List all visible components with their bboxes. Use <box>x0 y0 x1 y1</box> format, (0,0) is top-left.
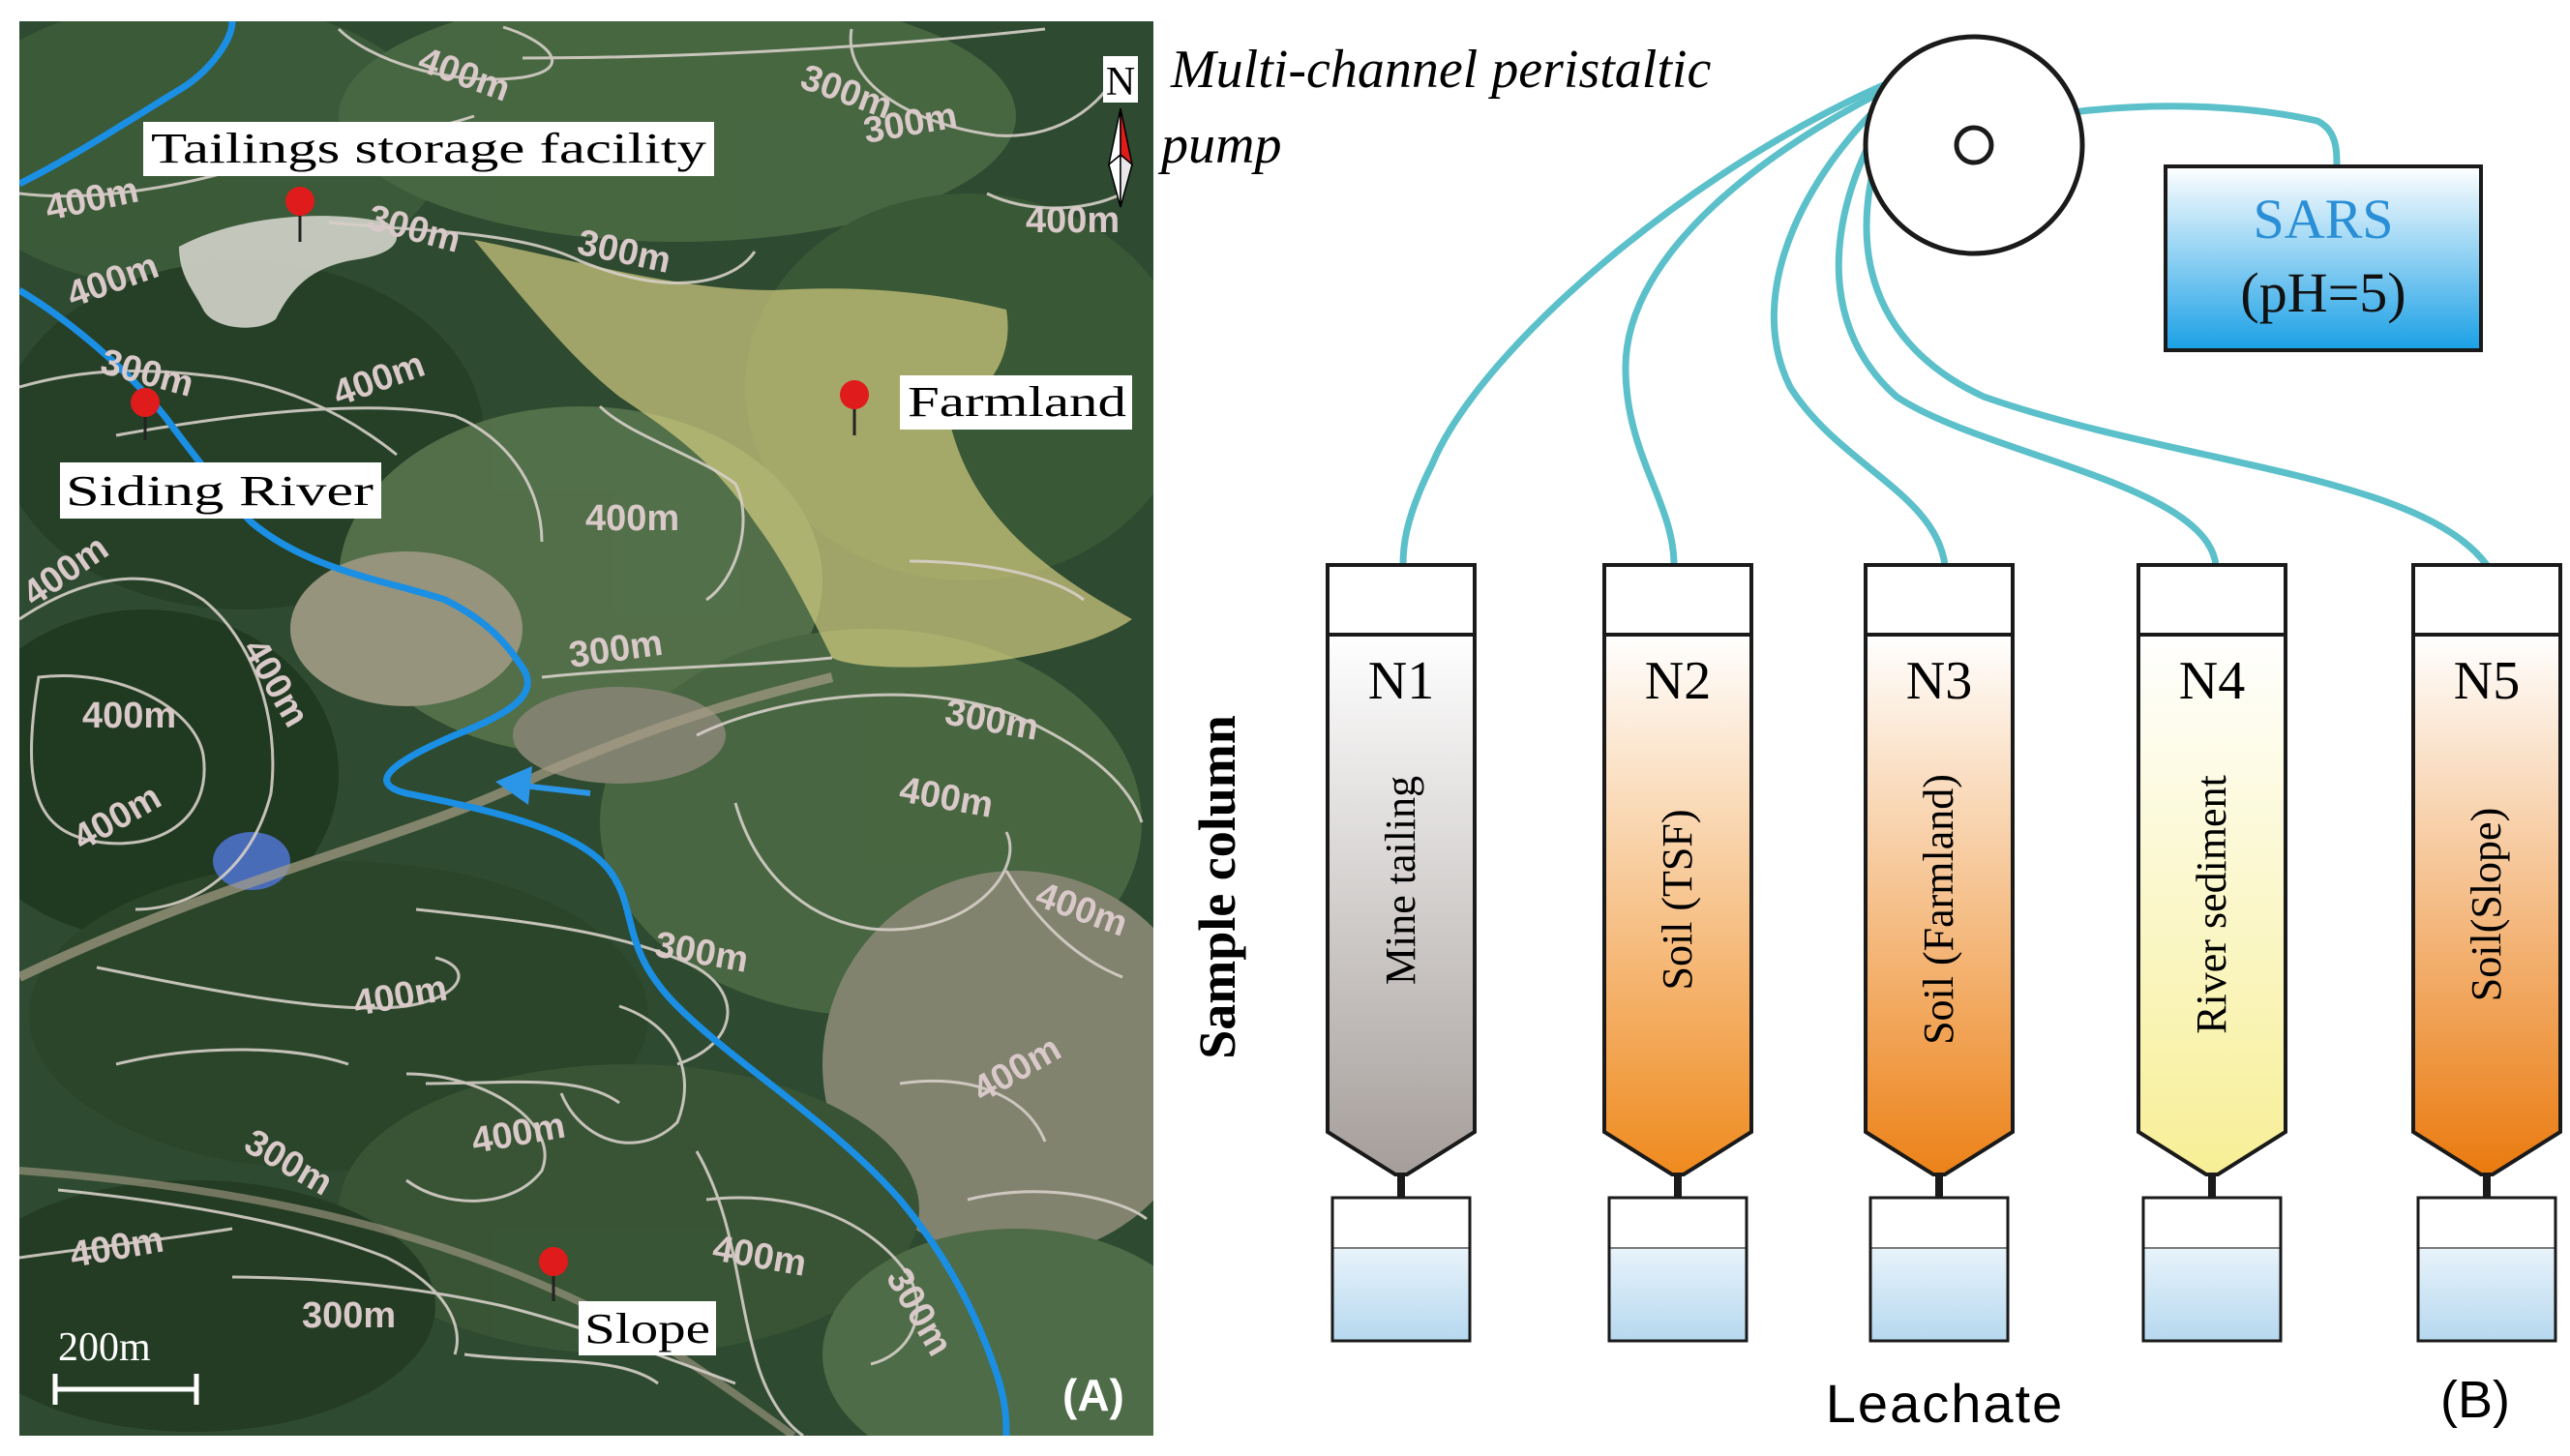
beaker-n3 <box>1868 1196 2010 1343</box>
river-label: Siding River <box>66 467 374 515</box>
beaker-n4 <box>2141 1196 2283 1343</box>
beaker-n2 <box>1607 1196 1748 1343</box>
contour-label: 300m <box>302 1295 396 1336</box>
tailings-storage-area <box>179 216 397 328</box>
column-content: Mine tailing <box>1377 776 1424 985</box>
column-id: N1 <box>1368 651 1434 711</box>
pump-label-line1: Multi-channel peristaltic <box>1170 40 1711 100</box>
pump-label-line2: pump <box>1157 115 1281 175</box>
column-content: Soil (Farmland) <box>1915 774 1962 1045</box>
column-n1: N1 Mine tailing <box>1326 563 1477 1198</box>
column-id: N3 <box>1906 651 1972 711</box>
sample-column-label: Sample column <box>1188 715 1246 1059</box>
map-pin-icon <box>840 380 869 435</box>
column-id: N4 <box>2179 651 2245 711</box>
road <box>19 1167 796 1436</box>
leachate-label: Leachate <box>1826 1373 2064 1434</box>
sars-reservoir: SARS (pH=5) <box>2164 164 2483 352</box>
column-content: River sediment <box>2188 775 2235 1034</box>
sample-columns: N1 Mine tailing N2 Soil (TSF) N3 Soil (F… <box>1326 563 2562 1198</box>
column-n4: N4 River sediment <box>2137 563 2287 1198</box>
map-pin-icon <box>539 1247 568 1301</box>
map-labels: Tailings storage facility Farmland Sidin… <box>60 122 1132 1355</box>
farmland-label: Farmland <box>908 378 1126 426</box>
column-n5: N5 Soil(Slope) <box>2411 563 2562 1198</box>
leachate-beakers <box>1330 1196 2557 1343</box>
column-n2: N2 Soil (TSF) <box>1602 563 1753 1198</box>
tube-n5 <box>1863 88 2491 569</box>
tsf-label: Tailings storage facility <box>151 125 706 172</box>
tube-sars <box>2077 103 2341 170</box>
column-content: Soil(Slope) <box>2463 808 2510 1001</box>
slope-label: Slope <box>584 1305 710 1352</box>
sars-label: SARS <box>2253 188 2393 251</box>
north-label: N <box>1106 60 1135 104</box>
flow-direction-arrow <box>495 766 591 805</box>
north-arrow: N <box>1103 56 1138 208</box>
column-id: N5 <box>2454 651 2520 711</box>
sars-ph-label: (pH=5) <box>2240 261 2406 324</box>
scale-bar: 200m <box>52 1325 199 1405</box>
contour-label: 400m <box>585 498 679 539</box>
road <box>19 672 834 982</box>
tubing <box>1399 74 2491 569</box>
tube-n4 <box>1835 85 2220 569</box>
contour-lines <box>19 25 1148 1436</box>
map-pin-icon <box>285 187 314 242</box>
beaker-n1 <box>1330 1196 1472 1343</box>
map-pin-icon <box>131 388 160 440</box>
panel-b-label: (B) <box>2440 1371 2510 1429</box>
tube-n1 <box>1399 74 1905 569</box>
river-line-upstream <box>19 21 236 188</box>
contour-label: 400m <box>82 696 176 736</box>
beaker-n5 <box>2416 1196 2557 1343</box>
column-content: Soil (TSF) <box>1654 809 1701 990</box>
scale-bar-label: 200m <box>58 1325 151 1370</box>
leaching-apparatus: Multi-channel peristaltic pump SARS (pH=… <box>1157 34 2562 1434</box>
tube-n2 <box>1622 78 1905 569</box>
sampling-markers <box>131 187 869 1301</box>
site-map <box>19 21 1153 1436</box>
panel-a-label: (A) <box>1062 1370 1124 1420</box>
column-id: N2 <box>1645 651 1711 711</box>
peristaltic-pump <box>1863 34 2085 256</box>
contour-label: 400m <box>1026 200 1120 241</box>
farmland-area <box>474 240 1132 668</box>
column-n3: N3 Soil (Farmland) <box>1864 563 2015 1198</box>
tube-n3 <box>1771 81 1949 569</box>
